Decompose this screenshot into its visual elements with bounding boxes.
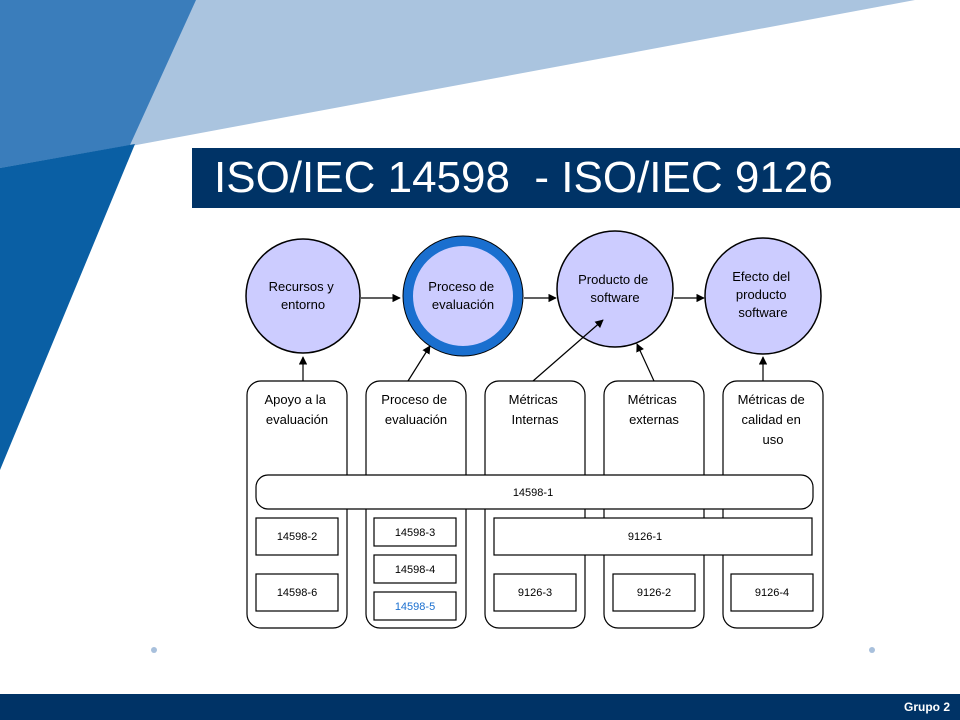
circle-shape [403, 236, 523, 356]
circle-proceso: Proceso de evaluación [402, 235, 524, 357]
circle-ring-edge [402, 235, 524, 357]
box-label: 14598-3 [395, 527, 435, 539]
column-label: Apoyo a la evaluación [264, 392, 329, 427]
arrow-proceso-col-circle [407, 345, 431, 382]
circle-recursos: Recursos y entorno [245, 238, 361, 354]
circle-label: Recursos y entorno [269, 279, 338, 312]
box-14598-6 [255, 573, 339, 612]
box-14598-2 [255, 517, 339, 556]
column-label: Métricas de calidad en uso [738, 392, 809, 447]
circle-label: Proceso de evaluación [428, 279, 497, 312]
slide-title: ISO/IEC 14598 - ISO/IEC 9126 [214, 153, 833, 202]
box-9126-3 [493, 573, 577, 612]
wide-box-9126-1 [493, 517, 813, 556]
box-14598-5 [373, 591, 457, 621]
footer-label: Grupo 2 [903, 700, 950, 714]
decor-dot-left [151, 647, 157, 653]
box-label: 14598-2 [277, 531, 317, 543]
box-label: 14598-5 [395, 601, 435, 613]
circle-producto: Producto de software [556, 230, 674, 348]
circle-efecto: Efecto del producto software [704, 237, 822, 355]
box-label: 14598-6 [277, 587, 317, 599]
box-14598-4 [373, 554, 457, 584]
box-label: 9126-2 [637, 587, 671, 599]
arrow-internas-producto [532, 319, 604, 382]
footer-bar: Grupo 2 [0, 694, 960, 720]
column-label: Proceso de evaluación [381, 392, 450, 427]
wide-band-14598-1 [255, 474, 814, 510]
wide-band-label: 14598-1 [513, 487, 553, 499]
box-label: 9126-4 [755, 587, 789, 599]
dark-blue-stripe [0, 144, 135, 470]
box-9126-2 [612, 573, 696, 612]
light-blue-stripe [0, 0, 915, 170]
circle-shape [245, 238, 361, 354]
box-14598-3 [373, 517, 457, 547]
column-label: Métricas externas [628, 392, 681, 427]
circle-shape [556, 230, 674, 348]
title-bar: ISO/IEC 14598 - ISO/IEC 9126 [192, 148, 960, 208]
circle-label: Producto de software [578, 272, 652, 305]
arrow-externas-producto [636, 343, 655, 382]
mid-blue-stripe [0, 0, 196, 168]
box-9126-4 [730, 573, 814, 612]
box-label: 9126-3 [518, 587, 552, 599]
wide-box-label: 9126-1 [628, 531, 662, 543]
box-label: 14598-4 [395, 564, 435, 576]
decor-dot-right [869, 647, 875, 653]
column-label: Métricas Internas [509, 392, 562, 427]
circle-label: Efecto del producto software [732, 269, 793, 320]
circle-shape [704, 237, 822, 355]
